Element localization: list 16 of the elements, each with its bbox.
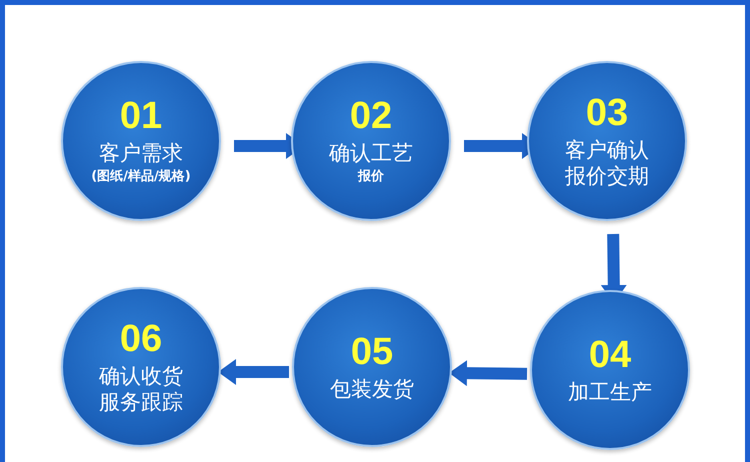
step-number: 06 bbox=[120, 319, 162, 359]
arrow bbox=[449, 360, 528, 386]
step-number: 05 bbox=[350, 332, 394, 372]
step-label: 包装发货 bbox=[330, 376, 414, 402]
step-note: (图纸/样品/规格) bbox=[91, 168, 191, 186]
step-note: 报价 bbox=[358, 168, 384, 186]
step-number: 02 bbox=[350, 96, 392, 136]
step-number: 04 bbox=[588, 335, 632, 375]
arrow bbox=[218, 359, 289, 385]
step-number: 01 bbox=[120, 96, 162, 136]
step-label: 客户确认报价交期 bbox=[564, 137, 650, 189]
step-number: 03 bbox=[586, 93, 628, 133]
step-label: 加工生产 bbox=[568, 379, 652, 405]
step-label: 确认工艺 bbox=[329, 140, 413, 166]
step-label: 确认收货服务跟踪 bbox=[98, 363, 184, 415]
step-label: 客户需求 bbox=[99, 140, 183, 166]
